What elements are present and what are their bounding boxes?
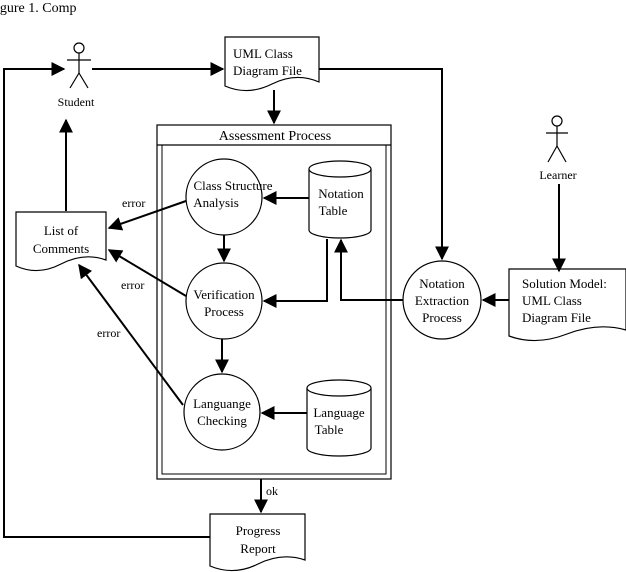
flow-error-class-structure bbox=[107, 200, 187, 231]
solution-line2: UML Class bbox=[522, 293, 582, 308]
learner-label: Learner bbox=[539, 168, 576, 182]
class-structure-analysis-process: Class Structure Analysis bbox=[185, 158, 273, 236]
language-checking-process: Languange Checking bbox=[183, 373, 261, 451]
figure-caption-fragment: igure 1. Comp bbox=[0, 1, 77, 16]
notation-table-datastore: Notation Table bbox=[308, 160, 372, 239]
language-table-line2: Table bbox=[315, 422, 344, 437]
assessment-process-container: Assessment Process bbox=[156, 124, 392, 480]
flow-report-to-student bbox=[3, 62, 210, 538]
uml-file-line2: Diagram File bbox=[233, 63, 302, 78]
solution-line1: Solution Model: bbox=[522, 276, 607, 291]
student-label: Student bbox=[58, 95, 95, 109]
progress-line1: Progress bbox=[236, 523, 281, 538]
notation-extraction-line1: Notation bbox=[419, 276, 465, 291]
language-table-datastore: Language Table bbox=[306, 379, 372, 457]
error-label-3: error bbox=[97, 326, 120, 340]
error-label-2: error bbox=[121, 278, 144, 292]
comments-line2: Comments bbox=[33, 241, 89, 256]
error-label-1: error bbox=[122, 196, 145, 210]
ok-label: ok bbox=[266, 484, 278, 498]
progress-report-document: Progress Report bbox=[209, 513, 306, 572]
progress-line2: Report bbox=[240, 541, 276, 556]
comments-line1: List of bbox=[44, 223, 79, 238]
notation-table-line2: Table bbox=[319, 203, 348, 218]
notation-table-line1: Notation bbox=[318, 186, 364, 201]
solution-line3: Diagram File bbox=[522, 310, 591, 325]
flow-error-language bbox=[78, 263, 184, 406]
flow-notation-to-verification bbox=[262, 239, 328, 308]
notation-extraction-line3: Process bbox=[422, 310, 462, 325]
verification-line2: Process bbox=[204, 304, 244, 319]
language-checking-line2: Checking bbox=[197, 413, 247, 428]
student-actor: Student bbox=[58, 42, 95, 109]
language-table-line1: Language bbox=[313, 405, 364, 420]
verification-process: Verification Process bbox=[185, 262, 263, 340]
flow-extraction-to-notation-table bbox=[334, 238, 403, 301]
flow-error-verification bbox=[107, 249, 187, 297]
notation-extraction-process: Notation Extraction Process bbox=[402, 260, 482, 340]
uml-file-line1: UML Class bbox=[233, 46, 293, 61]
learner-actor: Learner bbox=[539, 115, 577, 182]
language-checking-line1: Languange bbox=[193, 396, 251, 411]
list-of-comments-document: List of Comments bbox=[15, 211, 107, 272]
class-structure-line2: Analysis bbox=[193, 195, 239, 210]
assessment-title: Assessment Process bbox=[219, 129, 331, 144]
notation-extraction-line2: Extraction bbox=[415, 293, 470, 308]
solution-model-document: Solution Model: UML Class Diagram File bbox=[508, 268, 626, 342]
verification-line1: Verification bbox=[193, 287, 255, 302]
uml-diagram-file-document: UML Class Diagram File bbox=[224, 36, 320, 92]
class-structure-line1: Class Structure bbox=[193, 178, 272, 193]
flow-uml-to-extraction bbox=[319, 68, 449, 261]
